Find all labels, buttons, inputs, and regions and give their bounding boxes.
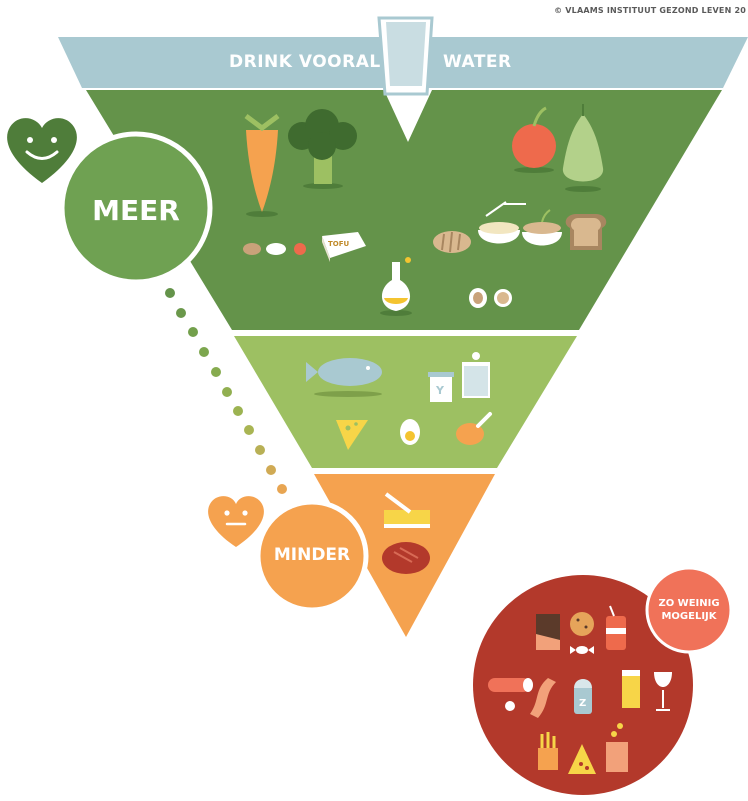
- water-notch: [384, 90, 432, 142]
- cookie-icon: [570, 612, 594, 636]
- zo-weinig-label: ZO WEINIG MOGELIJK: [649, 597, 729, 623]
- minder-circle: [255, 499, 369, 613]
- steak-icon: [382, 542, 430, 574]
- salt-shaker-icon: Z: [574, 679, 592, 714]
- meer-circle: [59, 131, 213, 285]
- milk-glass-icon: [462, 352, 490, 398]
- middle-section: [234, 336, 577, 468]
- svg-text:Z: Z: [579, 698, 586, 709]
- svg-text:Y: Y: [435, 384, 445, 397]
- wine-glass-icon: [654, 672, 672, 711]
- copyright-notice: © VLAAMS INSTITUUT GEZOND LEVEN 20: [554, 6, 746, 15]
- cheese-icon: [336, 420, 368, 450]
- water-band-right-text: WATER: [443, 52, 512, 72]
- happy-heart-icon: [7, 118, 77, 183]
- apple-icon: [512, 106, 556, 173]
- water-band-left-text: DRINK VOORAL: [229, 52, 381, 72]
- bacon-icon: [530, 678, 556, 718]
- minder-label: MINDER: [273, 545, 351, 565]
- carrot-icon: [244, 114, 280, 217]
- chocolate-bar-icon: [536, 614, 560, 650]
- legumes-icon: [243, 243, 306, 255]
- broccoli-icon: [288, 109, 357, 189]
- beer-glass-icon: [622, 670, 640, 708]
- pizza-slice-icon: [568, 744, 596, 774]
- chips-bag-icon: [606, 723, 628, 772]
- soda-can-icon: [606, 605, 626, 650]
- egg-icon: [400, 419, 420, 445]
- chicken-leg-icon: [456, 412, 492, 445]
- zo-weinig-line2: MOGELIJK: [661, 611, 717, 622]
- pear-icon: [562, 104, 604, 192]
- water-glass-icon: [377, 16, 434, 96]
- noodle-bowl-icon: [478, 201, 526, 244]
- tofu-label: TOFU: [328, 240, 350, 248]
- neutral-heart-icon: [208, 496, 264, 547]
- bread-slice-icon: [565, 214, 607, 250]
- butter-icon: [384, 492, 430, 528]
- nuts-icon: [469, 288, 512, 308]
- bread-roll-icon: [433, 231, 471, 253]
- zo-weinig-line1: ZO WEINIG: [658, 598, 720, 609]
- yogurt-icon: Y: [428, 372, 454, 402]
- candy-icon: [570, 646, 594, 654]
- fish-icon: [306, 358, 382, 397]
- meer-section: [86, 90, 722, 330]
- grain-bowl-icon: [522, 209, 562, 246]
- meer-label: MEER: [92, 194, 180, 227]
- salami-icon: [488, 678, 533, 711]
- dotted-path: [165, 288, 287, 494]
- tofu-icon: TOFU: [322, 232, 366, 262]
- fries-icon: [538, 732, 558, 770]
- oil-bottle-icon: [380, 257, 412, 316]
- zo-weinig-badge: [645, 566, 733, 654]
